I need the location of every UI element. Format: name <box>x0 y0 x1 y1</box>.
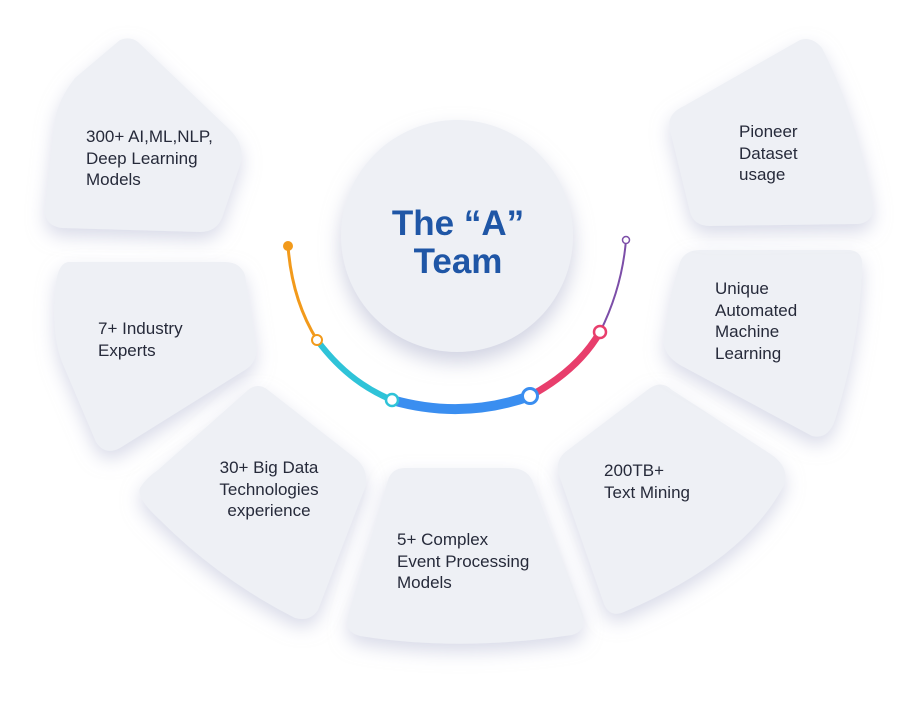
segment-bottom-shape <box>347 468 584 644</box>
segment-right-1-shape <box>669 39 874 226</box>
arc-node-2 <box>384 392 400 408</box>
arc-blue <box>387 391 535 415</box>
arc-node-3 <box>521 387 539 405</box>
arc-cyan <box>314 337 395 403</box>
segment-left-3-shape <box>139 386 367 619</box>
segment-right-1-text: Pioneer Dataset usage <box>739 122 798 184</box>
segment-left-2-text: 7+ Industry Experts <box>98 319 183 360</box>
arc-pink <box>526 328 604 400</box>
arc-node-4 <box>592 324 608 340</box>
arc-node-1 <box>311 334 323 346</box>
arc-orange <box>286 244 319 342</box>
arc-purple <box>599 239 627 333</box>
segment-right-2-shape <box>663 250 863 437</box>
arc-node-end <box>621 235 631 245</box>
arc-node-start <box>283 241 293 251</box>
segment-left-1-text: 300+ AI,ML,NLP, Deep Learning Models <box>86 127 213 189</box>
segment-right-3-shape <box>557 384 786 614</box>
center-circle <box>341 120 573 352</box>
segment-left-1-shape <box>45 38 242 233</box>
segment-bottom-text: 5+ Complex Event Processing Models <box>397 530 530 592</box>
segment-left-3-text: 30+ Big Data Technologies experience <box>219 458 319 520</box>
segment-right-3-text: 200TB+ Text Mining <box>604 461 690 502</box>
center-title: The “A” Team <box>391 204 525 281</box>
segment-left-2-shape <box>54 262 257 451</box>
segment-right-2-text: Unique Automated Machine Learning <box>715 279 798 363</box>
